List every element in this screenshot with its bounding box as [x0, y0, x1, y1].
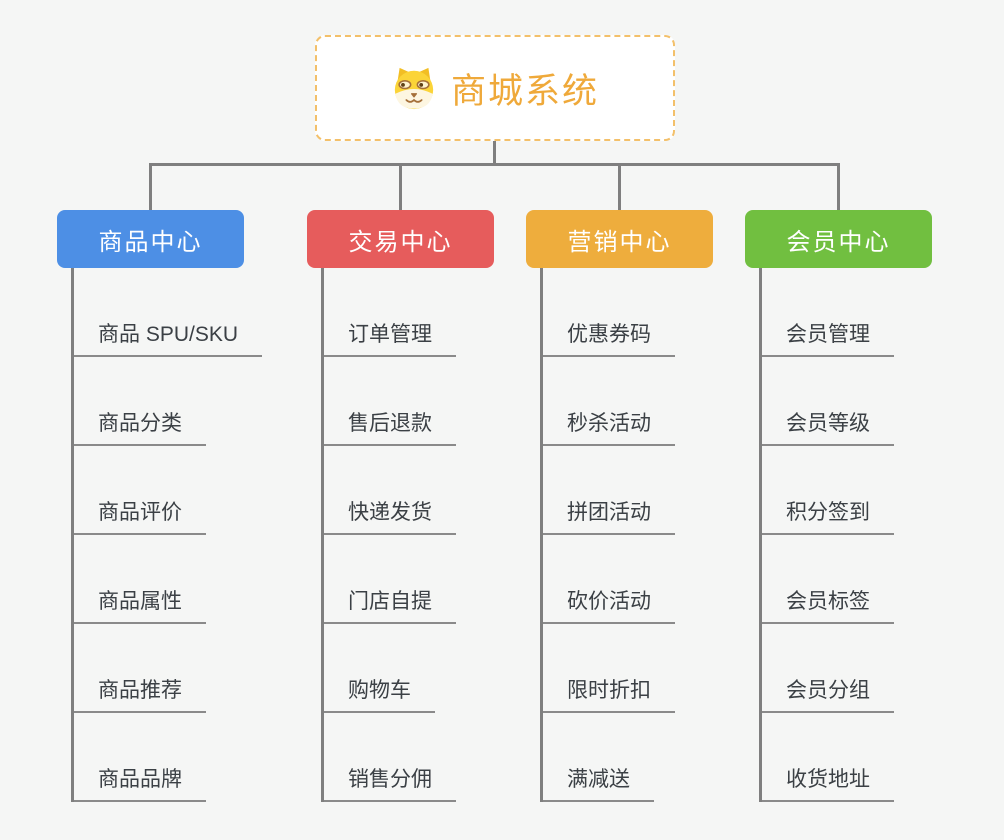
branch-item: 秒杀活动 — [543, 357, 675, 446]
branch-item: 会员分组 — [762, 624, 894, 713]
branch-item-label[interactable]: 商品分类 — [74, 407, 206, 446]
branch-item-list: 会员管理 会员等级 积分签到 会员标签 会员分组 收货地址 — [759, 268, 894, 802]
branch-item: 商品 SPU/SKU — [74, 268, 263, 357]
branch-item: 砍价活动 — [543, 535, 675, 624]
branch-item-label[interactable]: 砍价活动 — [543, 585, 675, 624]
branch-2: 营销中心 优惠券码 秒杀活动 拼团活动 砍价活动 限时折扣 满减送 — [526, 210, 713, 802]
branch-item-label[interactable]: 商品品牌 — [74, 763, 206, 802]
branch-item: 会员管理 — [762, 268, 894, 357]
branch-item-label[interactable]: 销售分佣 — [324, 763, 456, 802]
branch-item: 商品属性 — [74, 535, 262, 624]
branch-item-label[interactable]: 拼团活动 — [543, 496, 675, 535]
branch-item-list: 优惠券码 秒杀活动 拼团活动 砍价活动 限时折扣 满减送 — [540, 268, 675, 802]
branch-item: 收货地址 — [762, 713, 894, 802]
branch-item-label[interactable]: 限时折扣 — [543, 674, 675, 713]
branch-item: 优惠券码 — [543, 268, 675, 357]
branch-item: 订单管理 — [324, 268, 456, 357]
branch-rail-line — [149, 163, 840, 166]
branch-item: 购物车 — [324, 624, 456, 713]
dog-face-icon — [391, 65, 437, 111]
branch-drop-line — [399, 163, 402, 210]
root-node[interactable]: 商城系统 — [315, 35, 675, 141]
branch-item-label[interactable]: 收货地址 — [762, 763, 894, 802]
branch-3: 会员中心 会员管理 会员等级 积分签到 会员标签 会员分组 收货地址 — [745, 210, 932, 802]
branch-item: 销售分佣 — [324, 713, 456, 802]
branch-item-list: 订单管理 售后退款 快递发货 门店自提 购物车 销售分佣 — [321, 268, 456, 802]
branch-drop-line — [837, 163, 840, 210]
branch-item: 商品分类 — [74, 357, 262, 446]
branch-item-label[interactable]: 购物车 — [324, 674, 435, 713]
root-stem-line — [493, 141, 496, 166]
branch-item-label[interactable]: 商品 SPU/SKU — [74, 318, 263, 357]
branch-item: 售后退款 — [324, 357, 456, 446]
branch-item: 积分签到 — [762, 446, 894, 535]
branch-item-label[interactable]: 快递发货 — [324, 496, 456, 535]
branch-item: 会员等级 — [762, 357, 894, 446]
branch-item-label[interactable]: 会员标签 — [762, 585, 894, 624]
branch-item: 快递发货 — [324, 446, 456, 535]
branch-item-label[interactable]: 会员分组 — [762, 674, 894, 713]
branch-item: 商品推荐 — [74, 624, 262, 713]
branch-item-label[interactable]: 积分签到 — [762, 496, 894, 535]
branch-item-label[interactable]: 门店自提 — [324, 585, 456, 624]
branch-item: 拼团活动 — [543, 446, 675, 535]
branch-item: 商品评价 — [74, 446, 262, 535]
branch-header[interactable]: 营销中心 — [526, 210, 713, 268]
branch-item-label[interactable]: 订单管理 — [324, 318, 456, 357]
branch-item-label[interactable]: 会员等级 — [762, 407, 894, 446]
branch-header[interactable]: 会员中心 — [745, 210, 932, 268]
branch-drop-line — [618, 163, 621, 210]
branch-item-label[interactable]: 商品属性 — [74, 585, 206, 624]
branch-item: 会员标签 — [762, 535, 894, 624]
branch-header[interactable]: 商品中心 — [57, 210, 244, 268]
branch-item-label[interactable]: 优惠券码 — [543, 318, 675, 357]
branch-item: 门店自提 — [324, 535, 456, 624]
branch-drop-line — [149, 163, 152, 210]
branch-item-label[interactable]: 商品评价 — [74, 496, 206, 535]
branch-0: 商品中心 商品 SPU/SKU 商品分类 商品评价 商品属性 商品推荐 商品品牌 — [57, 210, 263, 802]
branch-item-list: 商品 SPU/SKU 商品分类 商品评价 商品属性 商品推荐 商品品牌 — [71, 268, 263, 802]
branch-1: 交易中心 订单管理 售后退款 快递发货 门店自提 购物车 销售分佣 — [307, 210, 494, 802]
branch-item-label[interactable]: 会员管理 — [762, 318, 894, 357]
branch-item-label[interactable]: 商品推荐 — [74, 674, 206, 713]
branch-item: 满减送 — [543, 713, 675, 802]
branch-header[interactable]: 交易中心 — [307, 210, 494, 268]
branch-item: 限时折扣 — [543, 624, 675, 713]
branch-item: 商品品牌 — [74, 713, 262, 802]
root-title: 商城系统 — [450, 71, 599, 111]
branch-item-label[interactable]: 售后退款 — [324, 407, 456, 446]
branch-item-label[interactable]: 秒杀活动 — [543, 407, 675, 446]
branch-item-label[interactable]: 满减送 — [543, 763, 654, 802]
